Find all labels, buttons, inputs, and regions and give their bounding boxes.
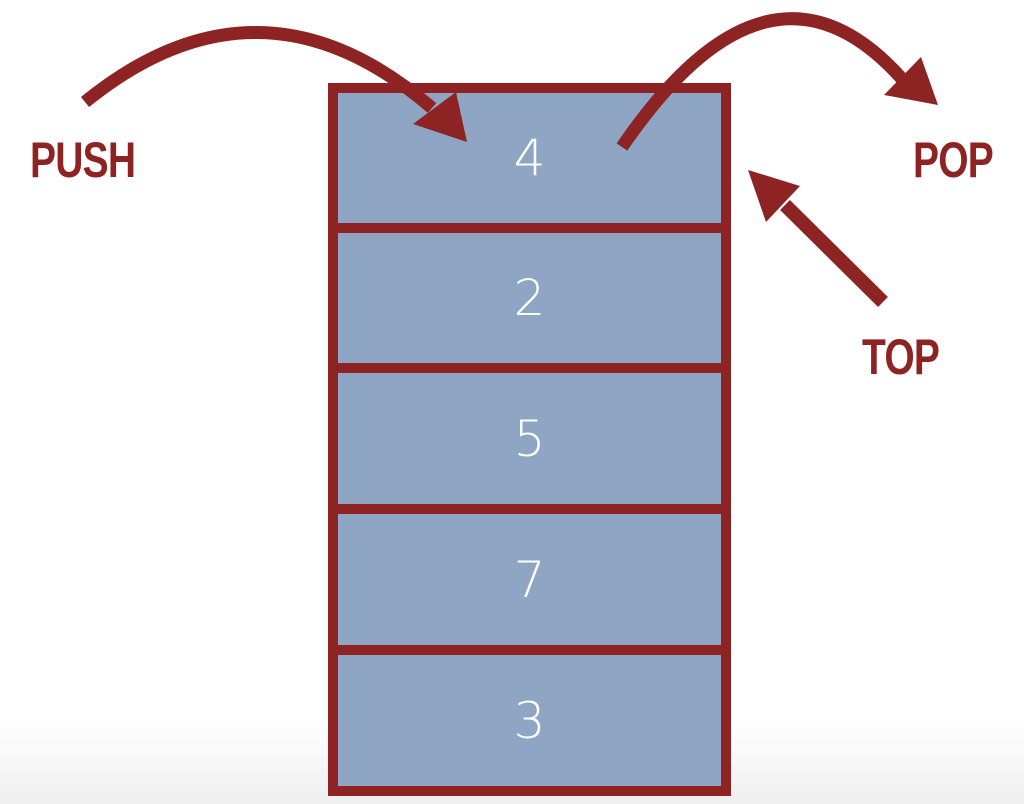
push-label: PUSH bbox=[30, 132, 136, 188]
stack-item-top: 4 bbox=[338, 93, 721, 223]
top-label: TOP bbox=[862, 329, 940, 385]
pop-label: POP bbox=[913, 132, 994, 188]
stack-item: 7 bbox=[338, 514, 721, 645]
push-arrow bbox=[80, 26, 467, 142]
stack-item: 2 bbox=[338, 233, 721, 363]
top-pointer-arrow bbox=[748, 170, 888, 307]
pop-arrow bbox=[616, 12, 938, 151]
stack-item: 5 bbox=[338, 373, 721, 504]
stack-item-bottom: 3 bbox=[338, 655, 721, 786]
stack: 4 2 5 7 3 bbox=[328, 83, 731, 796]
